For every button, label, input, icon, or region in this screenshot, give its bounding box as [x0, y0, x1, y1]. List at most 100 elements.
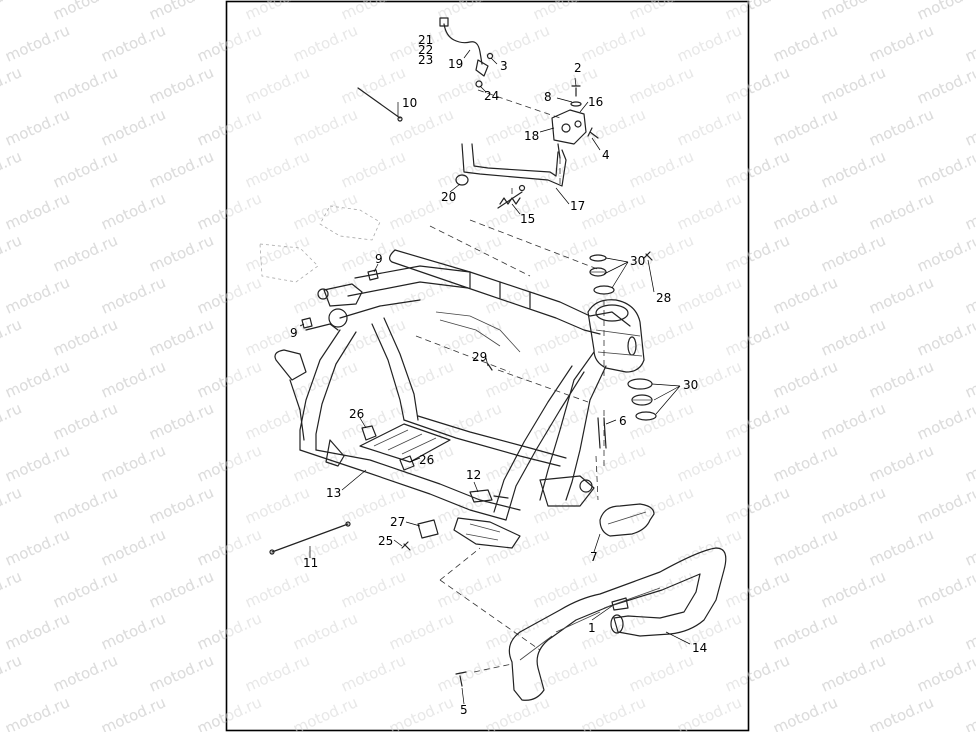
- watermark-text: motod.ru: [818, 63, 888, 107]
- part-callout-27: 27: [390, 515, 405, 529]
- watermark-text: motod.ru: [146, 147, 216, 191]
- watermark-text: motod.ru: [818, 315, 888, 359]
- part-callout-29: 29: [472, 350, 487, 364]
- part-callout-14: 14: [692, 641, 707, 655]
- watermark-text: motod.ru: [2, 441, 72, 485]
- watermark-text: motod.ru: [914, 0, 976, 24]
- part-callout-30: 30: [630, 254, 645, 268]
- watermark-text: motod.ru: [50, 0, 120, 24]
- watermark-text: motod.ru: [50, 483, 120, 527]
- watermark-text: motod.ru: [0, 147, 24, 191]
- watermark-text: motod.ru: [914, 483, 976, 527]
- watermark-text: motod.ru: [0, 483, 24, 527]
- watermark-text: motod.ru: [98, 189, 168, 233]
- part-callout-30: 30: [683, 378, 698, 392]
- watermark-text: motod.ru: [0, 231, 24, 275]
- part-callout-17: 17: [570, 199, 585, 213]
- part-callout-21: 21: [418, 33, 433, 47]
- watermark-text: motod.ru: [2, 609, 72, 653]
- assembly-guide-lines: [415, 89, 605, 673]
- watermark-text: motod.ru: [146, 315, 216, 359]
- watermark-text: motod.ru: [962, 273, 976, 317]
- part-callout-8: 8: [544, 90, 552, 104]
- watermark-text: motod.ru: [818, 567, 888, 611]
- watermark-text: motod.ru: [146, 0, 216, 24]
- part-callout-22: 22: [418, 43, 433, 57]
- watermark-text: motod.ru: [2, 105, 72, 149]
- part-callout-11: 11: [303, 556, 318, 570]
- watermark-text: motod.ru: [2, 189, 72, 233]
- frame-assembly: [259, 205, 645, 549]
- watermark-text: motod.ru: [866, 189, 936, 233]
- part-callout-1: 1: [588, 621, 596, 635]
- watermark-text: motod.ru: [0, 567, 24, 611]
- watermark-text: motod.ru: [50, 399, 120, 443]
- watermark-text: motod.ru: [818, 483, 888, 527]
- watermark-text: motod.ru: [914, 315, 976, 359]
- part-callout-9: 9: [290, 326, 298, 340]
- part-callout-23: 23: [418, 53, 433, 67]
- watermark-text: motod.ru: [98, 525, 168, 569]
- part-callout-4: 4: [602, 148, 610, 162]
- part-callouts: 1234567899101112131415161718192021222324…: [290, 33, 707, 717]
- part-callout-26: 26: [419, 453, 434, 467]
- watermark-text: motod.ru: [962, 525, 976, 569]
- watermark-text: motod.ru: [98, 609, 168, 653]
- part-callout-5: 5: [460, 703, 468, 717]
- watermark-text: motod.ru: [914, 651, 976, 695]
- watermark-text: motod.ru: [914, 231, 976, 275]
- part-callout-19: 19: [448, 57, 463, 71]
- watermark-text: motod.ru: [866, 105, 936, 149]
- watermark-text: motod.ru: [98, 105, 168, 149]
- watermark-text: motod.ru: [866, 357, 936, 401]
- watermark-text: motod.ru: [50, 147, 120, 191]
- watermark-text: motod.ru: [770, 357, 840, 401]
- watermark-text: motod.ru: [50, 651, 120, 695]
- part-callout-3: 3: [500, 59, 508, 73]
- watermark-text: motod.ru: [962, 693, 976, 732]
- crash-bar-14: [508, 547, 727, 701]
- part-callout-2: 2: [574, 61, 582, 75]
- watermark-text: motod.ru: [0, 0, 24, 24]
- watermark-text: motod.ru: [914, 147, 976, 191]
- part-callout-28: 28: [656, 291, 671, 305]
- watermark-text: motod.ru: [770, 273, 840, 317]
- part-callout-16: 16: [588, 95, 603, 109]
- watermark-text: motod.ru: [770, 693, 840, 732]
- watermark-text: motod.ru: [0, 651, 24, 695]
- watermark-text: motod.ru: [146, 231, 216, 275]
- watermark-text: motod.ru: [0, 315, 24, 359]
- rod-10: [357, 87, 401, 119]
- watermark-text: motod.ru: [962, 357, 976, 401]
- watermark-text: motod.ru: [866, 441, 936, 485]
- watermark-text: motod.ru: [770, 609, 840, 653]
- watermark-text: motod.ru: [770, 21, 840, 65]
- watermark-text: motod.ru: [98, 21, 168, 65]
- watermark-text: motod.ru: [770, 441, 840, 485]
- watermark-text: motod.ru: [2, 273, 72, 317]
- part-callout-13: 13: [326, 486, 341, 500]
- watermark-text: motod.ru: [146, 483, 216, 527]
- part-callout-26: 26: [349, 407, 364, 421]
- watermark-text: motod.ru: [146, 399, 216, 443]
- watermark-text: motod.ru: [770, 525, 840, 569]
- watermark-text: motod.ru: [146, 651, 216, 695]
- watermark-text: motod.ru: [866, 693, 936, 732]
- leader-lines: [299, 49, 691, 705]
- watermark-text: motod.ru: [962, 105, 976, 149]
- watermark-text: motod.ru: [2, 21, 72, 65]
- watermark-text: motod.ru: [818, 0, 888, 24]
- watermark-text: motod.ru: [98, 357, 168, 401]
- watermark-text: motod.ru: [818, 147, 888, 191]
- part-callout-6: 6: [619, 414, 627, 428]
- watermark-text: motod.ru: [98, 273, 168, 317]
- watermark-text: motod.ru: [50, 567, 120, 611]
- watermark-text: motod.ru: [146, 63, 216, 107]
- watermark-text: motod.ru: [866, 609, 936, 653]
- watermark-text: motod.ru: [0, 63, 24, 107]
- part-callout-25: 25: [378, 534, 393, 548]
- part-callout-7: 7: [590, 550, 598, 564]
- watermark-text: motod.ru: [2, 525, 72, 569]
- rod-11: [271, 523, 349, 553]
